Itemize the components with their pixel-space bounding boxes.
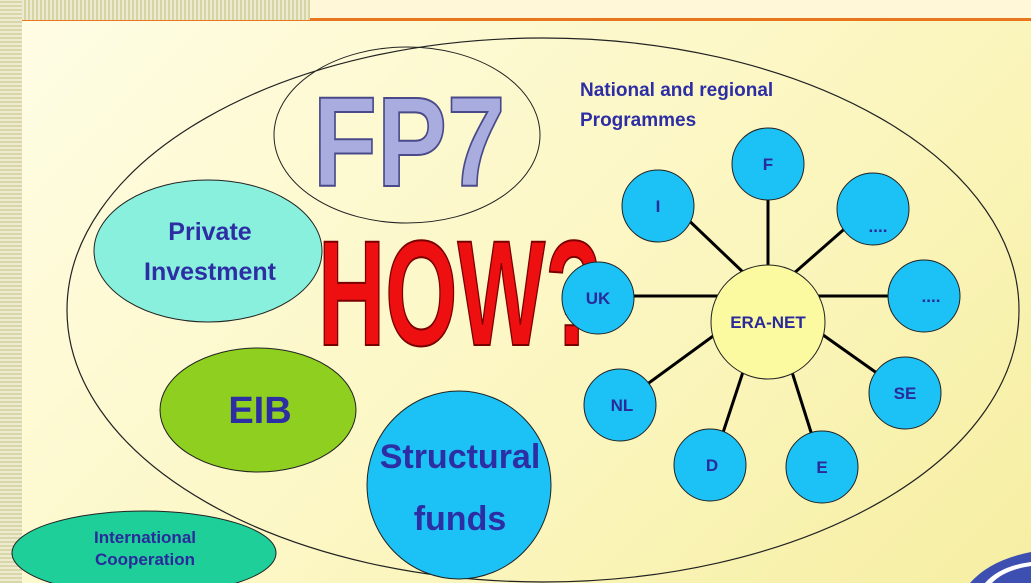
node-uk	[561, 261, 635, 335]
node-label-se: SE	[894, 384, 917, 403]
hub-label: ERA-NET	[730, 313, 806, 332]
national-programmes-label: National and regional Programmes	[580, 76, 773, 136]
node-label-nl: NL	[611, 396, 634, 415]
node-dots-top	[836, 172, 910, 246]
eib-label: EIB	[228, 390, 292, 432]
node-label-dots-top: ....	[869, 217, 888, 236]
private-investment-label: Private Investment	[110, 212, 310, 292]
international-cooperation-ellipse	[11, 510, 277, 583]
structural-funds-ellipse	[366, 390, 552, 580]
fp7-text: FP7	[313, 70, 505, 213]
structural-label-line1: Structural	[379, 438, 541, 476]
private-label-line1: Private	[168, 218, 252, 246]
structural-label-line2: funds	[413, 500, 507, 538]
eib-ellipse	[159, 347, 357, 473]
how-text: HOW?	[318, 210, 602, 377]
structural-funds-label: Structural funds	[360, 426, 560, 550]
national-label-line2: Programmes	[580, 110, 697, 131]
node-e	[785, 430, 859, 504]
international-label-line1: International	[93, 528, 196, 547]
node-label-uk: UK	[586, 289, 611, 308]
node-f	[731, 127, 805, 201]
private-label-line2: Investment	[144, 258, 276, 286]
node-nl	[583, 368, 657, 442]
node-label-f: F	[763, 155, 773, 174]
commission-logo-icon	[970, 552, 1031, 583]
national-label-line1: National and regional	[580, 80, 774, 101]
node-label-i: I	[656, 197, 661, 216]
node-se	[868, 356, 942, 430]
private-investment-ellipse	[93, 179, 323, 323]
left-pattern-strip	[0, 0, 22, 583]
node-label-d: D	[706, 456, 718, 475]
node-d	[673, 428, 747, 502]
era-net-hub	[710, 264, 826, 380]
node-dots-right	[887, 259, 961, 333]
node-label-e: E	[816, 458, 827, 477]
header-pattern-strip	[0, 0, 310, 20]
network-nodes	[561, 127, 961, 504]
international-cooperation-label: International Cooperation	[50, 527, 240, 571]
outer-ellipse	[66, 37, 1020, 583]
fp7-ellipse	[273, 46, 541, 224]
node-i	[621, 169, 695, 243]
node-label-dots-right: ....	[922, 287, 941, 306]
international-label-line2: Cooperation	[94, 550, 196, 569]
